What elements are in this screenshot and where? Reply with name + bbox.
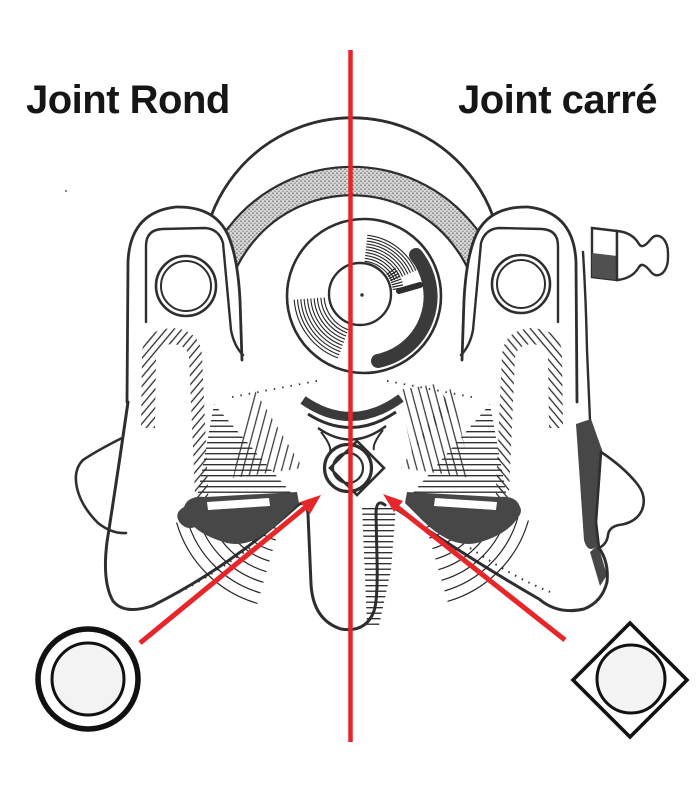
paper-speck [64,189,68,193]
bore-outline [285,217,443,375]
round-seal-symbol [35,626,141,732]
red-annotations [138,50,567,742]
hatching [141,328,563,626]
bore-center-dot [360,293,364,297]
right-mounting-lug [459,205,592,422]
bleed-nipple [590,226,670,282]
seal-circle [322,442,374,494]
square-seal-arrow [383,494,567,642]
label-square-seal: Joint carré [458,78,658,122]
left-bolt-hole [154,254,218,318]
piston-outline [327,261,393,327]
piston-bore [285,217,443,375]
square-seal-symbol [570,620,690,740]
caliper-body [74,116,670,632]
right-bolt-hole [490,253,552,315]
pad-shadows [177,492,521,545]
seal-diamond [328,439,386,497]
right-side-tab [594,449,646,550]
round-seal-arrow [138,495,321,645]
arrowhead [383,494,403,512]
left-arm-outline [104,400,300,612]
right-arm-outline [390,504,609,613]
bore-shadow-crescent [371,248,438,368]
label-round-seal: Joint Rond [26,78,230,122]
left-side-tab [74,436,128,535]
arrowhead [300,495,321,514]
